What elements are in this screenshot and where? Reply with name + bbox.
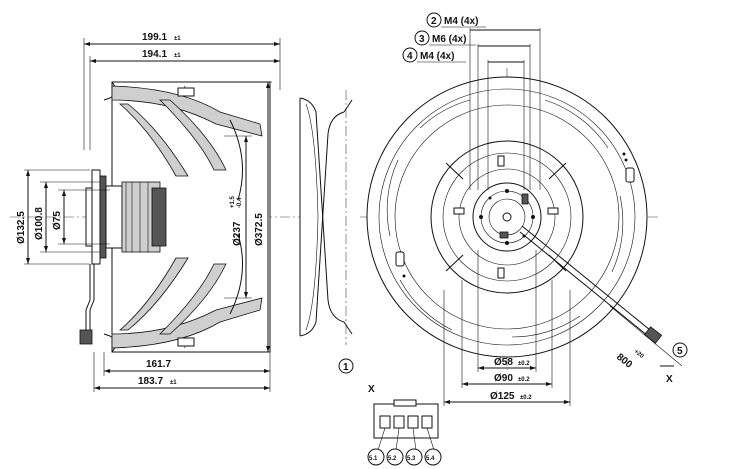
callout-5: 5 (677, 346, 683, 357)
callout-3-circle (414, 30, 430, 46)
dim-bottom-2: 183.7 (138, 376, 163, 387)
pin-5-4 (421, 415, 433, 429)
cable-length-tol: +20 (633, 349, 645, 360)
dim-dia-100: Ø100.8 (34, 207, 45, 240)
pin-label-5-1: 5.1 (369, 456, 378, 462)
shroud-bottom (111, 297, 263, 349)
cable-connector-side (79, 329, 93, 345)
pin-label-5-2: 5.2 (388, 456, 397, 462)
dim-58-tol: ±0.2 (518, 361, 530, 367)
pin-5-1 (379, 415, 391, 429)
dim-dia-237-tol-upper: +1.5 (230, 195, 236, 208)
pin-5-2 (393, 415, 405, 429)
connector-view-label: X (368, 384, 375, 395)
callout-4-text: M4 (4x) (420, 51, 454, 62)
dim-dia-237-tol-lower: -0.4 (237, 197, 243, 208)
dim-dia-132: Ø132.5 (16, 211, 27, 244)
dim-125-tol: ±0.2 (520, 395, 532, 401)
callout-3-text: M6 (4x) (432, 34, 466, 45)
pin-label-5-3: 5.3 (407, 456, 416, 462)
callout-2-circle (426, 12, 442, 28)
dim-dia-75: Ø75 (52, 211, 63, 230)
pin-label-5-2-circle (386, 448, 404, 466)
dim-overall-width: 199.1 (142, 32, 167, 43)
inlet-ring-view: 1 (299, 90, 354, 374)
front-view: 800 +20 5 X 2 M4 (4x) 3 M6 (4x) 4 M4 (4x… (360, 12, 688, 406)
dim-125: Ø125 (490, 391, 515, 402)
callout-1-circle (338, 358, 354, 374)
dim-90-tol: ±0.2 (518, 377, 530, 383)
callout-1: 1 (343, 362, 349, 373)
side-view: 199.1 ±1 194.1 ±1 (10, 32, 300, 392)
callout-3: 3 (419, 34, 425, 45)
callout-2: 2 (431, 16, 437, 27)
callout-5-circle (672, 342, 688, 358)
shroud-top (111, 85, 263, 137)
dim-dia-237: Ø237 (232, 221, 243, 246)
dim-width-2: 194.1 (142, 49, 167, 60)
connector-view: X 5.1 5.2 5.3 5.4 (367, 384, 442, 466)
dim-overall-width-tol: ±1 (174, 36, 181, 42)
callout-4-circle (402, 47, 418, 63)
pin-label-5-4: 5.4 (426, 456, 435, 462)
pin-label-5-3-circle (405, 448, 423, 466)
cable-length: 800 (614, 352, 634, 371)
cable-connector-front (643, 326, 663, 344)
dim-dia-372: Ø372.5 (254, 213, 265, 246)
dim-58: Ø58 (494, 357, 513, 368)
pin-5-3 (407, 415, 419, 429)
view-x-marker: X (666, 374, 673, 385)
callout-2-text: M4 (4x) (444, 16, 478, 27)
dim-bottom-2-tol: ±1 (170, 380, 177, 386)
callout-4: 4 (407, 51, 413, 62)
dim-90: Ø90 (494, 373, 513, 384)
dim-width-2-tol: ±1 (174, 53, 181, 59)
pin-label-5-4-circle (424, 448, 442, 466)
dim-bottom-1: 161.7 (146, 359, 171, 370)
pin-label-5-1-circle (367, 448, 385, 466)
